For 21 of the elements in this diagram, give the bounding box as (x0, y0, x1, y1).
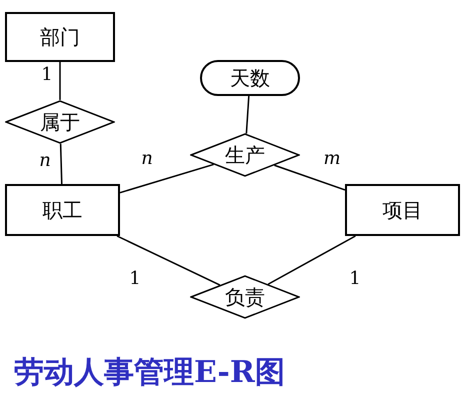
relationship-diamond (190, 133, 300, 177)
relationship-diamond (190, 275, 300, 319)
connector-line (60, 144, 62, 184)
node-label: 生产 (225, 145, 265, 165)
node-label: 项目 (382, 200, 422, 220)
node-label: 负责 (225, 287, 265, 307)
diagram-title: 劳动人事管理E-R图 (14, 358, 285, 388)
connector-line (268, 235, 356, 285)
relationship-diamond (5, 100, 115, 144)
node-label: 部门 (40, 27, 80, 47)
entity-box (345, 184, 460, 236)
node-label: 职工 (42, 200, 82, 220)
entity-box (5, 184, 120, 236)
node-label: 属于 (40, 112, 80, 132)
connector-line (59, 62, 61, 100)
node-label: 天数 (230, 68, 270, 88)
connector-line (120, 164, 214, 194)
connector-line (246, 96, 250, 134)
connector-line (274, 164, 346, 191)
connector-line (116, 235, 220, 286)
entity-box (5, 12, 115, 62)
